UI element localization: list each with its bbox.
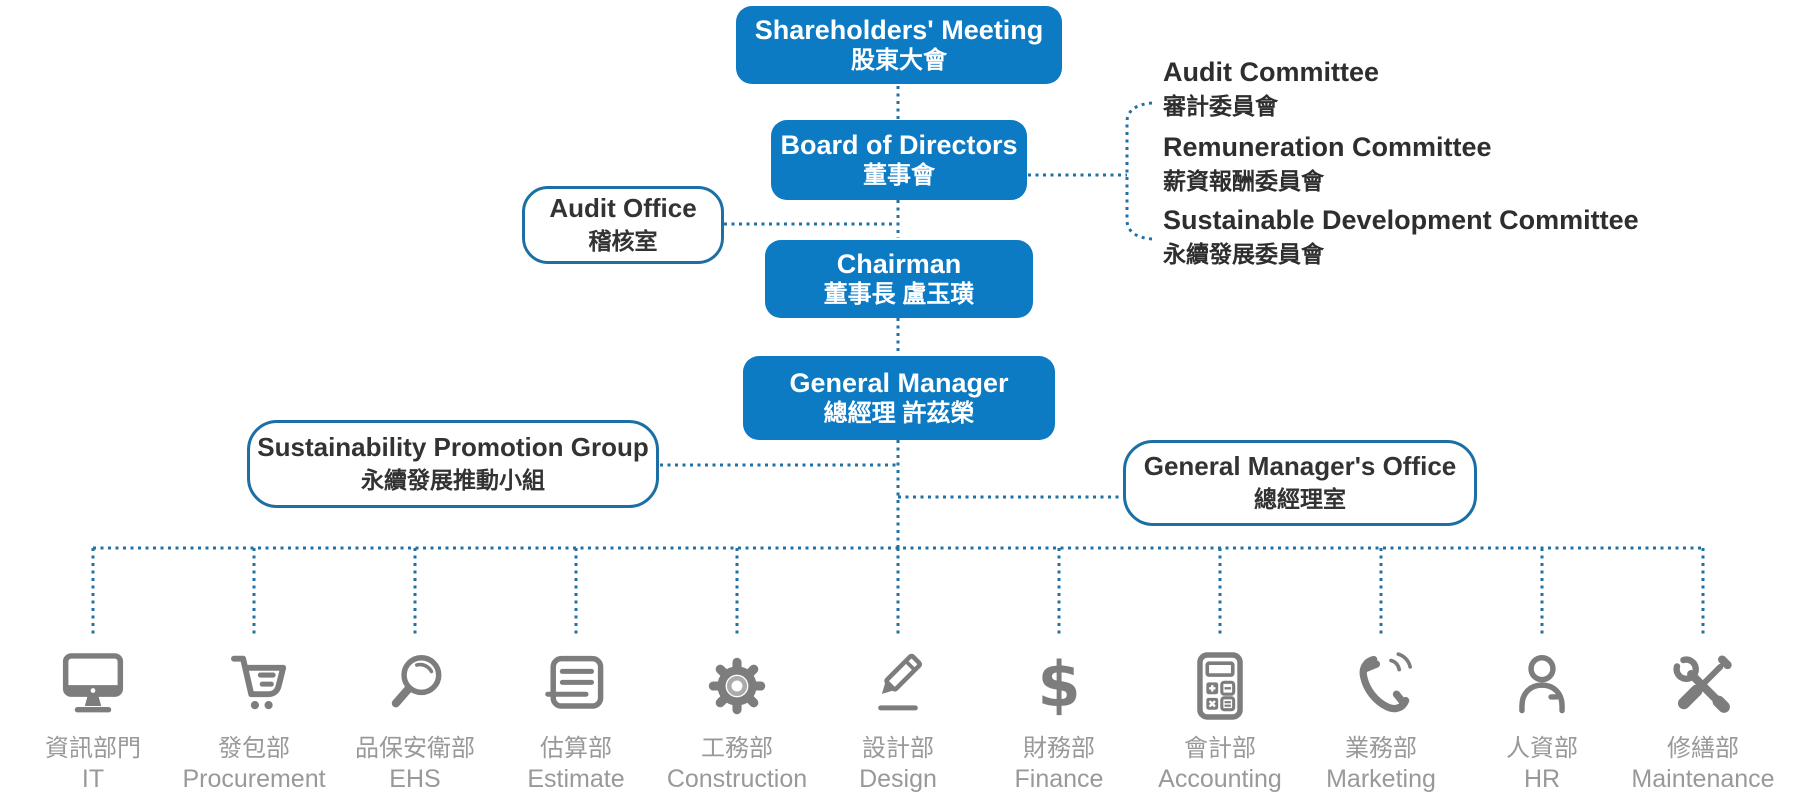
shopping-cart-icon xyxy=(213,640,295,732)
audit-office-en: Audit Office xyxy=(549,193,697,224)
dept-hr-en: HR xyxy=(1523,765,1561,793)
general-managers-office-en: General Manager's Office xyxy=(1143,451,1457,482)
dept-marketing: 業務部 Marketing xyxy=(1296,640,1466,794)
dept-finance-en: Finance xyxy=(1014,765,1104,793)
dept-construction: 工務部 Construction xyxy=(652,640,822,794)
dept-finance: $ 財務部 Finance xyxy=(974,640,1144,794)
sustainability-promotion-group-en: Sustainability Promotion Group xyxy=(257,432,649,463)
committee-sustainable-development: Sustainable Development Committee 永續發展委員… xyxy=(1163,205,1639,268)
node-sustainability-promotion-group: Sustainability Promotion Group 永續發展推動小組 xyxy=(247,420,659,508)
dept-maintenance-en: Maintenance xyxy=(1631,765,1775,793)
committee-remuneration-en: Remuneration Committee xyxy=(1163,132,1492,162)
committee-audit-zh: 審計委員會 xyxy=(1163,92,1278,119)
person-icon xyxy=(1501,640,1583,732)
pencil-icon xyxy=(857,640,939,732)
shareholders-meeting-zh: 股東大會 xyxy=(851,47,947,75)
dept-it-en: IT xyxy=(81,765,105,793)
dept-maintenance: 修繕部 Maintenance xyxy=(1618,640,1788,794)
general-managers-office-zh: 總經理室 xyxy=(1254,485,1346,512)
dept-it: 資訊部門 IT xyxy=(8,640,178,794)
dept-design: 設計部 Design xyxy=(813,640,983,794)
dept-construction-en: Construction xyxy=(666,765,808,793)
dollar-icon: $ xyxy=(1018,640,1100,732)
node-board-of-directors: Board of Directors 董事會 xyxy=(771,120,1027,200)
node-chairman: Chairman 董事長 盧玉璜 xyxy=(765,240,1033,318)
dept-estimate-zh: 估算部 xyxy=(540,735,612,762)
node-general-manager: General Manager 總經理 許茲榮 xyxy=(743,356,1055,440)
connector-committee-brace xyxy=(1125,101,1153,241)
dept-ehs: 品保安衛部 EHS xyxy=(330,640,500,794)
dept-maintenance-zh: 修繕部 xyxy=(1667,735,1739,762)
dept-estimate-en: Estimate xyxy=(527,765,625,793)
calculator-icon xyxy=(1179,640,1261,732)
board-of-directors-en: Board of Directors xyxy=(780,129,1018,160)
node-audit-office: Audit Office 稽核室 xyxy=(522,186,724,264)
chairman-zh: 董事長 盧玉璜 xyxy=(823,281,975,309)
phone-icon xyxy=(1340,640,1422,732)
dept-accounting-zh: 會計部 xyxy=(1184,735,1256,762)
node-shareholders-meeting: Shareholders' Meeting 股東大會 xyxy=(736,6,1062,84)
monitor-icon xyxy=(52,640,134,732)
dept-ehs-en: EHS xyxy=(389,765,441,793)
tools-icon xyxy=(1662,640,1744,732)
dept-marketing-en: Marketing xyxy=(1326,765,1436,793)
committee-sustainable-development-en: Sustainable Development Committee xyxy=(1163,205,1639,235)
svg-text:$: $ xyxy=(1037,648,1080,721)
dept-ehs-zh: 品保安衛部 xyxy=(355,735,475,762)
dept-procurement-en: Procurement xyxy=(182,765,326,793)
committee-sustainable-development-zh: 永續發展委員會 xyxy=(1163,240,1324,267)
dept-hr: 人資部 HR xyxy=(1457,640,1627,794)
document-icon xyxy=(535,640,617,732)
magnifier-icon xyxy=(374,640,456,732)
dept-marketing-zh: 業務部 xyxy=(1345,735,1417,762)
chairman-en: Chairman xyxy=(836,248,962,279)
dept-estimate: 估算部 Estimate xyxy=(491,640,661,794)
committee-remuneration: Remuneration Committee 薪資報酬委員會 xyxy=(1163,132,1492,195)
dept-finance-zh: 財務部 xyxy=(1023,735,1095,762)
node-general-managers-office: General Manager's Office 總經理室 xyxy=(1123,440,1477,526)
committee-remuneration-zh: 薪資報酬委員會 xyxy=(1163,167,1324,194)
dept-construction-zh: 工務部 xyxy=(701,735,773,762)
committee-audit: Audit Committee 審計委員會 xyxy=(1163,57,1379,120)
dept-procurement: 發包部 Procurement xyxy=(169,640,339,794)
audit-office-zh: 稽核室 xyxy=(588,227,658,254)
committee-audit-en: Audit Committee xyxy=(1163,57,1379,87)
gear-icon xyxy=(696,640,778,732)
general-manager-en: General Manager xyxy=(789,367,1009,398)
dept-procurement-zh: 發包部 xyxy=(218,735,290,762)
dept-accounting-en: Accounting xyxy=(1158,765,1282,793)
dept-hr-zh: 人資部 xyxy=(1506,735,1578,762)
board-of-directors-zh: 董事會 xyxy=(863,162,935,190)
shareholders-meeting-en: Shareholders' Meeting xyxy=(754,14,1044,45)
general-manager-zh: 總經理 許茲榮 xyxy=(823,400,975,428)
sustainability-promotion-group-zh: 永續發展推動小組 xyxy=(361,466,545,493)
dept-accounting: 會計部 Accounting xyxy=(1135,640,1305,794)
dept-design-en: Design xyxy=(859,765,937,793)
dept-design-zh: 設計部 xyxy=(862,735,934,762)
dept-it-zh: 資訊部門 xyxy=(45,735,141,762)
